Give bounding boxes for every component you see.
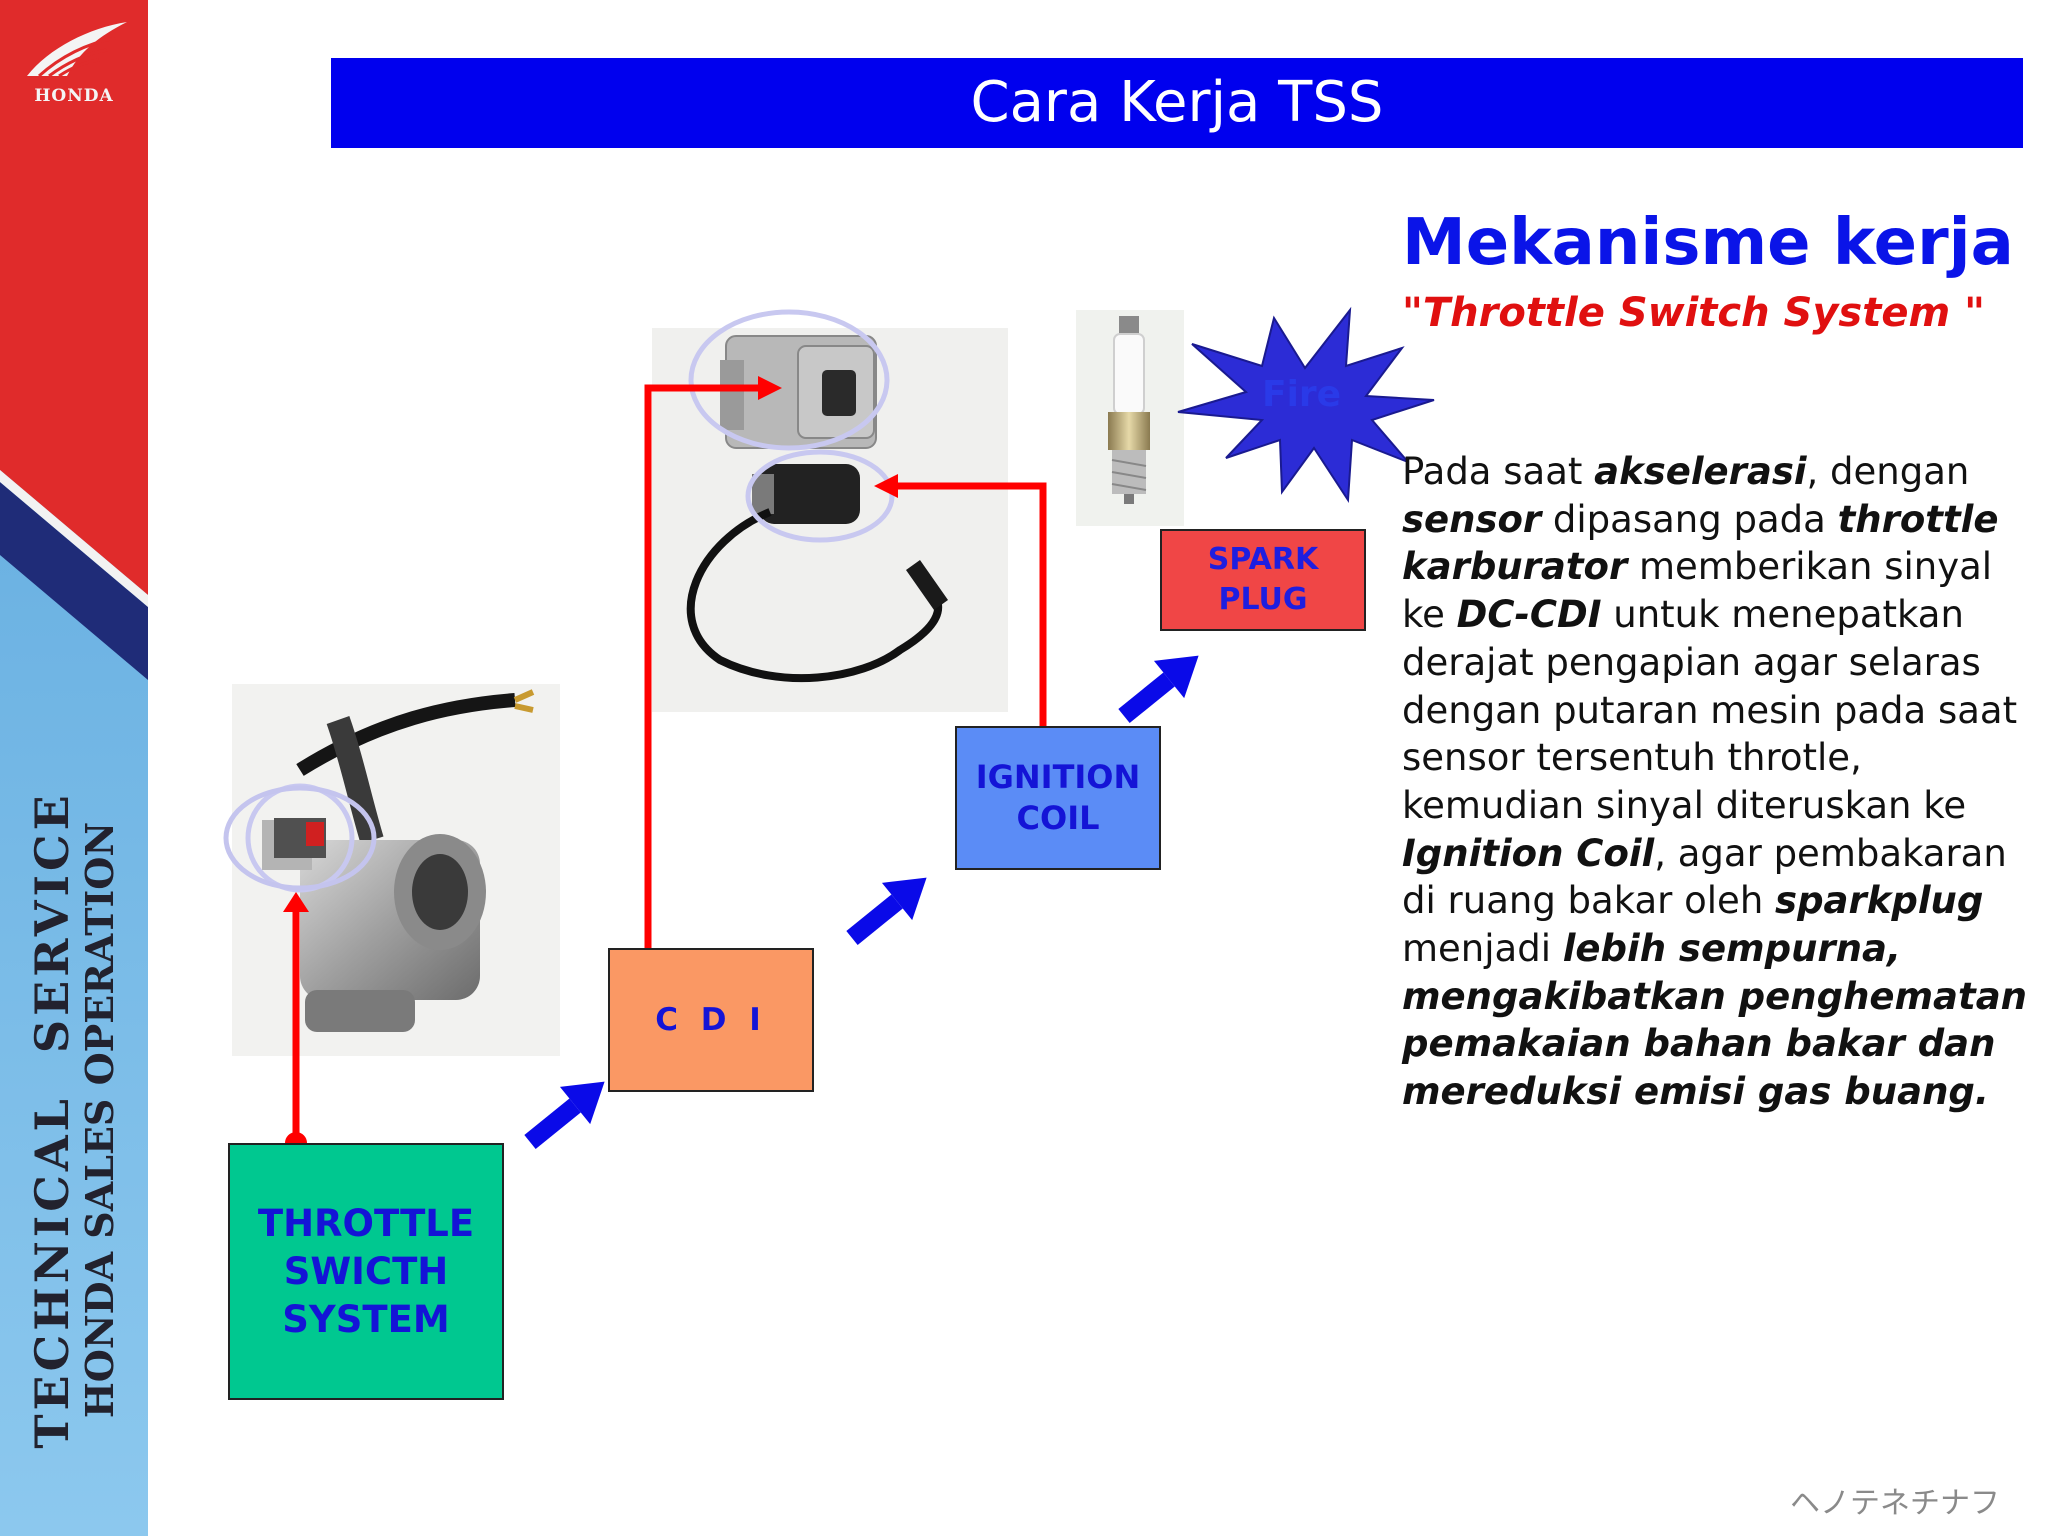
- sidebar-background: [0, 0, 148, 1536]
- desc-emphasis: lebih sempurna, mengakibatkan penghemata…: [1402, 927, 2028, 1114]
- carburetor-photo: [223, 684, 560, 1056]
- throttle-switch-system-box: THROTTLE SWICTH SYSTEM: [228, 1143, 504, 1400]
- fire-burst-shape: [1177, 306, 1435, 504]
- desc-part: dipasang pada: [1541, 497, 1838, 541]
- desc-emphasis: Ignition Coil: [1402, 831, 1655, 875]
- signal-lines: [283, 376, 1054, 1154]
- footer-note: ヘノテネチナフ: [1790, 1486, 2000, 1521]
- desc-part: memberikan sinyal ke: [1402, 545, 1993, 637]
- desc-emphasis: throttle karburator: [1402, 497, 1999, 589]
- spark-plug-photo: [1076, 310, 1184, 526]
- flow-arrow-tss-to-cdi: [524, 1081, 605, 1149]
- desc-part: , agar pembakaran di ruang bakar oleh: [1402, 831, 2007, 923]
- desc-part: Pada saat: [1402, 450, 1595, 493]
- honda-wordmark: HONDA: [34, 86, 114, 106]
- slide-title: Cara Kerja TSS: [331, 58, 2023, 148]
- description-paragraph: Pada saat akselerasi, dengan sensor dipa…: [1402, 448, 2032, 1116]
- flow-arrows: [524, 655, 1199, 1149]
- honda-logo: HONDA: [14, 18, 134, 106]
- flow-arrow-cdi-to-ignition: [846, 877, 927, 945]
- ignition-coil-box: IGNITION COIL: [955, 726, 1161, 870]
- desc-emphasis: sparkplug: [1775, 879, 1984, 923]
- desc-emphasis: sensor: [1402, 497, 1542, 541]
- spark-plug-box: SPARK PLUG: [1160, 529, 1366, 631]
- desc-part: menjadi: [1402, 927, 1563, 971]
- section-heading: Mekanisme kerja: [1402, 206, 2014, 280]
- cdi-coil-photo: [652, 309, 1008, 712]
- cdi-box: C D I: [608, 948, 814, 1092]
- fire-label: Fire: [1262, 374, 1342, 415]
- sidebar: HONDA TECHNICAL SERVICE HONDA SALES OPER…: [0, 0, 148, 1536]
- desc-emphasis: DC-CDI: [1456, 593, 1602, 637]
- flow-arrow-ignition-to-spark: [1118, 655, 1199, 723]
- section-subheading: "Throttle Switch System ": [1402, 290, 1985, 336]
- honda-wing-icon: [27, 22, 127, 78]
- desc-part: untuk menepatkan derajat pengapian agar …: [1402, 593, 2018, 827]
- desc-emphasis: akselerasi: [1594, 450, 1807, 493]
- desc-part: , dengan: [1806, 450, 1970, 493]
